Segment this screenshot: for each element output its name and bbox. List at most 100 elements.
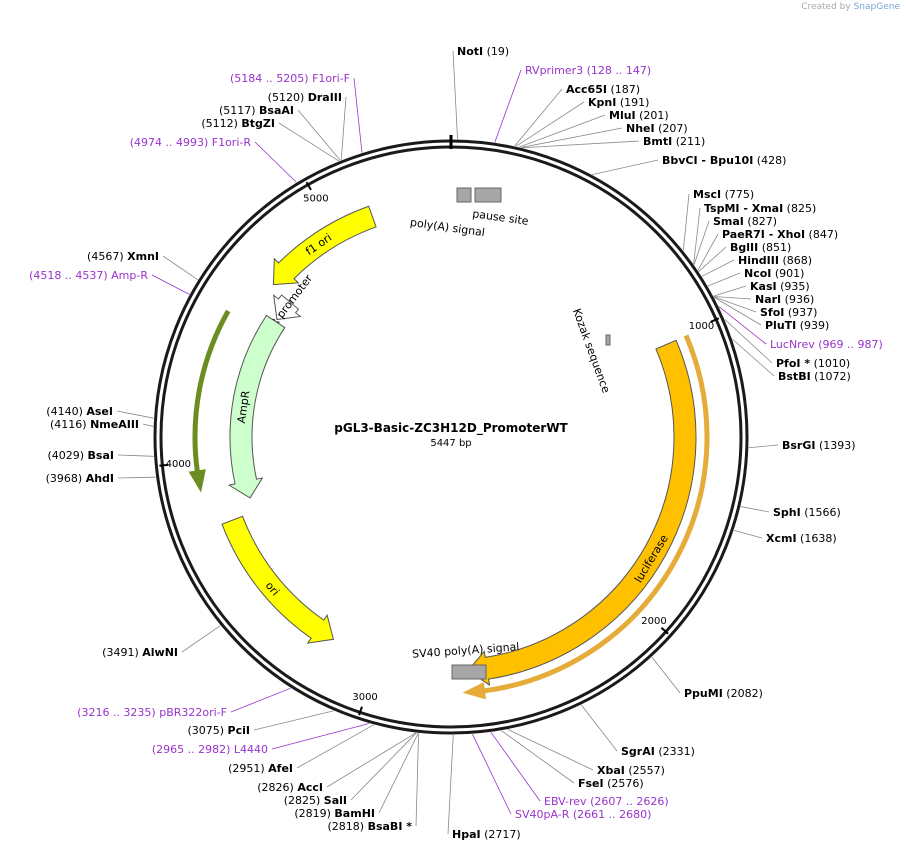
- primer-label-l4440[interactable]: (2965 .. 2982) L4440: [152, 743, 268, 756]
- primer-name: EBV-rev: [544, 795, 587, 808]
- enzyme-coord: (3968): [46, 472, 86, 485]
- tick-label-1000: 1000: [689, 321, 714, 332]
- tick-label-4000: 4000: [166, 459, 191, 470]
- enzyme-label-afei[interactable]: (2951) AfeI: [228, 762, 293, 775]
- primer-label-amp-r[interactable]: (4518 .. 4537) Amp-R: [29, 269, 148, 282]
- enzyme-coord: (2557): [625, 764, 665, 777]
- leader-l4440: [271, 723, 370, 750]
- primer-label-ebv-rev[interactable]: EBV-rev (2607 .. 2626): [544, 795, 669, 808]
- primer-label-f1ori-r[interactable]: (4974 .. 4993) F1ori-R: [130, 136, 252, 149]
- enzyme-label-bsabi[interactable]: (2818) BsaBI *: [328, 820, 413, 833]
- enzyme-name: SphI: [773, 506, 801, 519]
- enzyme-label-bamhi[interactable]: (2819) BamHI: [294, 807, 375, 820]
- primer-coord: (4974 .. 4993): [130, 136, 212, 149]
- enzyme-name: MscI: [693, 188, 721, 201]
- leader-pcii: [253, 710, 334, 731]
- tick-1000: [710, 317, 720, 323]
- enzyme-label-pluti[interactable]: PluTI (939): [765, 319, 829, 332]
- primer-label-f1ori-f[interactable]: (5184 .. 5205) F1ori-F: [230, 72, 350, 85]
- coverage-track-0: [462, 334, 710, 700]
- enzyme-coord: (5117): [219, 104, 259, 117]
- feature-f1-ori: [272, 205, 377, 286]
- leader-nmeaiii: [142, 423, 154, 427]
- leader-smai: [693, 220, 710, 265]
- enzyme-label-msci[interactable]: MscI (775): [693, 188, 754, 201]
- enzyme-label-ppumi[interactable]: PpuMI (2082): [684, 687, 763, 700]
- enzyme-name: PciI: [228, 724, 250, 737]
- enzyme-name: NarI: [755, 293, 781, 306]
- enzyme-coord: (868): [779, 254, 812, 267]
- primer-label-pbr322ori-f[interactable]: (3216 .. 3235) pBR322ori-F: [77, 706, 227, 719]
- leader-alwni: [181, 625, 221, 653]
- enzyme-name: KasI: [750, 280, 777, 293]
- enzyme-coord: (4140): [46, 405, 86, 418]
- enzyme-label-alwni[interactable]: (3491) AlwNI: [102, 646, 178, 659]
- enzyme-label-nmeaiii[interactable]: (4116) NmeAIII: [50, 418, 139, 431]
- enzyme-coord: (1638): [797, 532, 837, 545]
- primer-label-sv40pa-r[interactable]: SV40pA-R (2661 .. 2680): [515, 808, 651, 821]
- enzyme-label-asei[interactable]: (4140) AseI: [46, 405, 113, 418]
- enzyme-label-bstbi[interactable]: BstBI (1072): [778, 370, 851, 383]
- primer-label-rvprimer3[interactable]: RVprimer3 (128 .. 147): [525, 64, 651, 77]
- enzyme-label-bglii[interactable]: BglII (851): [730, 241, 791, 254]
- enzyme-coord: (935): [777, 280, 810, 293]
- enzyme-label-bsai[interactable]: (4029) BsaI: [47, 449, 114, 462]
- enzyme-coord: (4116): [50, 418, 90, 431]
- enzyme-label-xmni[interactable]: (4567) XmnI: [87, 250, 159, 263]
- leader-f1ori-r: [254, 141, 297, 183]
- credit-prefix: Created by: [801, 2, 851, 12]
- enzyme-label-kasi[interactable]: KasI (935): [750, 280, 810, 293]
- enzyme-label-bsaai[interactable]: (5117) BsaAI: [219, 104, 294, 117]
- enzyme-coord: (1072): [811, 370, 851, 383]
- leader-asei: [116, 410, 154, 419]
- enzyme-label-tspmi-xmai[interactable]: TspMI - XmaI (825): [704, 202, 816, 215]
- enzyme-label-fsei[interactable]: FseI (2576): [578, 777, 644, 790]
- enzyme-label-nari[interactable]: NarI (936): [755, 293, 814, 306]
- enzyme-label-bsrgi[interactable]: BsrGI (1393): [782, 439, 856, 452]
- enzyme-label-ncoi[interactable]: NcoI (901): [744, 267, 804, 280]
- enzyme-label-btgzi[interactable]: (5112) BtgZI: [201, 117, 275, 130]
- enzyme-coord: (5112): [201, 117, 241, 130]
- enzyme-label-acc65i[interactable]: Acc65I (187): [566, 83, 640, 96]
- feature-ampr-promoter: [273, 294, 302, 321]
- leader-hpai: [447, 734, 454, 835]
- enzyme-label-nhei[interactable]: NheI (207): [626, 122, 688, 135]
- leader-acci: [326, 732, 417, 788]
- enzyme-label-pcii[interactable]: (3075) PciI: [187, 724, 250, 737]
- enzyme-coord: (936): [781, 293, 814, 306]
- enzyme-label-noti[interactable]: NotI (19): [457, 45, 509, 58]
- enzyme-label-kpni[interactable]: KpnI (191): [588, 96, 649, 109]
- enzyme-name: BtgZI: [241, 117, 275, 130]
- enzyme-coord: (939): [796, 319, 829, 332]
- enzyme-label-mlui[interactable]: MluI (201): [609, 109, 669, 122]
- enzyme-label-sphi[interactable]: SphI (1566): [773, 506, 841, 519]
- enzyme-name: NheI: [626, 122, 655, 135]
- enzyme-label-hpai[interactable]: HpaI (2717): [452, 828, 521, 841]
- enzyme-label-sfoi[interactable]: SfoI (937): [760, 306, 817, 319]
- primer-name: F1ori-R: [212, 136, 252, 149]
- enzyme-label-bmti[interactable]: BmtI (211): [643, 135, 705, 148]
- leader-pfoi: [724, 319, 773, 364]
- enzyme-name: MluI: [609, 109, 636, 122]
- snapgene-credit: Created by SnapGene: [801, 2, 900, 12]
- enzyme-label-draiii[interactable]: (5120) DraIII: [268, 91, 342, 104]
- enzyme-label-sali[interactable]: (2825) SalI: [284, 794, 347, 807]
- enzyme-coord: (2819): [294, 807, 334, 820]
- enzyme-label-acci[interactable]: (2826) AccI: [257, 781, 323, 794]
- enzyme-coord: (211): [672, 135, 705, 148]
- enzyme-label-bbvci-bpu10i[interactable]: BbvCI - Bpu10I (428): [662, 154, 786, 167]
- enzyme-coord: (1393): [815, 439, 855, 452]
- enzyme-name: BmtI: [643, 135, 672, 148]
- enzyme-label-xcmi[interactable]: XcmI (1638): [766, 532, 837, 545]
- enzyme-label-pfoi[interactable]: PfoI * (1010): [776, 357, 850, 370]
- enzyme-label-xbai[interactable]: XbaI (2557): [597, 764, 665, 777]
- enzyme-name: AseI: [86, 405, 113, 418]
- enzyme-coord: (1010): [810, 357, 850, 370]
- leader-mlui: [519, 114, 606, 148]
- enzyme-label-paer7i-xhoi[interactable]: PaeR7I - XhoI (847): [722, 228, 838, 241]
- enzyme-label-ahdi[interactable]: (3968) AhdI: [46, 472, 114, 485]
- primer-label-lucnrev[interactable]: LucNrev (969 .. 987): [770, 338, 883, 351]
- enzyme-label-sgrai[interactable]: SgrAI (2331): [621, 745, 695, 758]
- enzyme-label-hindiii[interactable]: HindIII (868): [738, 254, 812, 267]
- enzyme-label-smai[interactable]: SmaI (827): [713, 215, 777, 228]
